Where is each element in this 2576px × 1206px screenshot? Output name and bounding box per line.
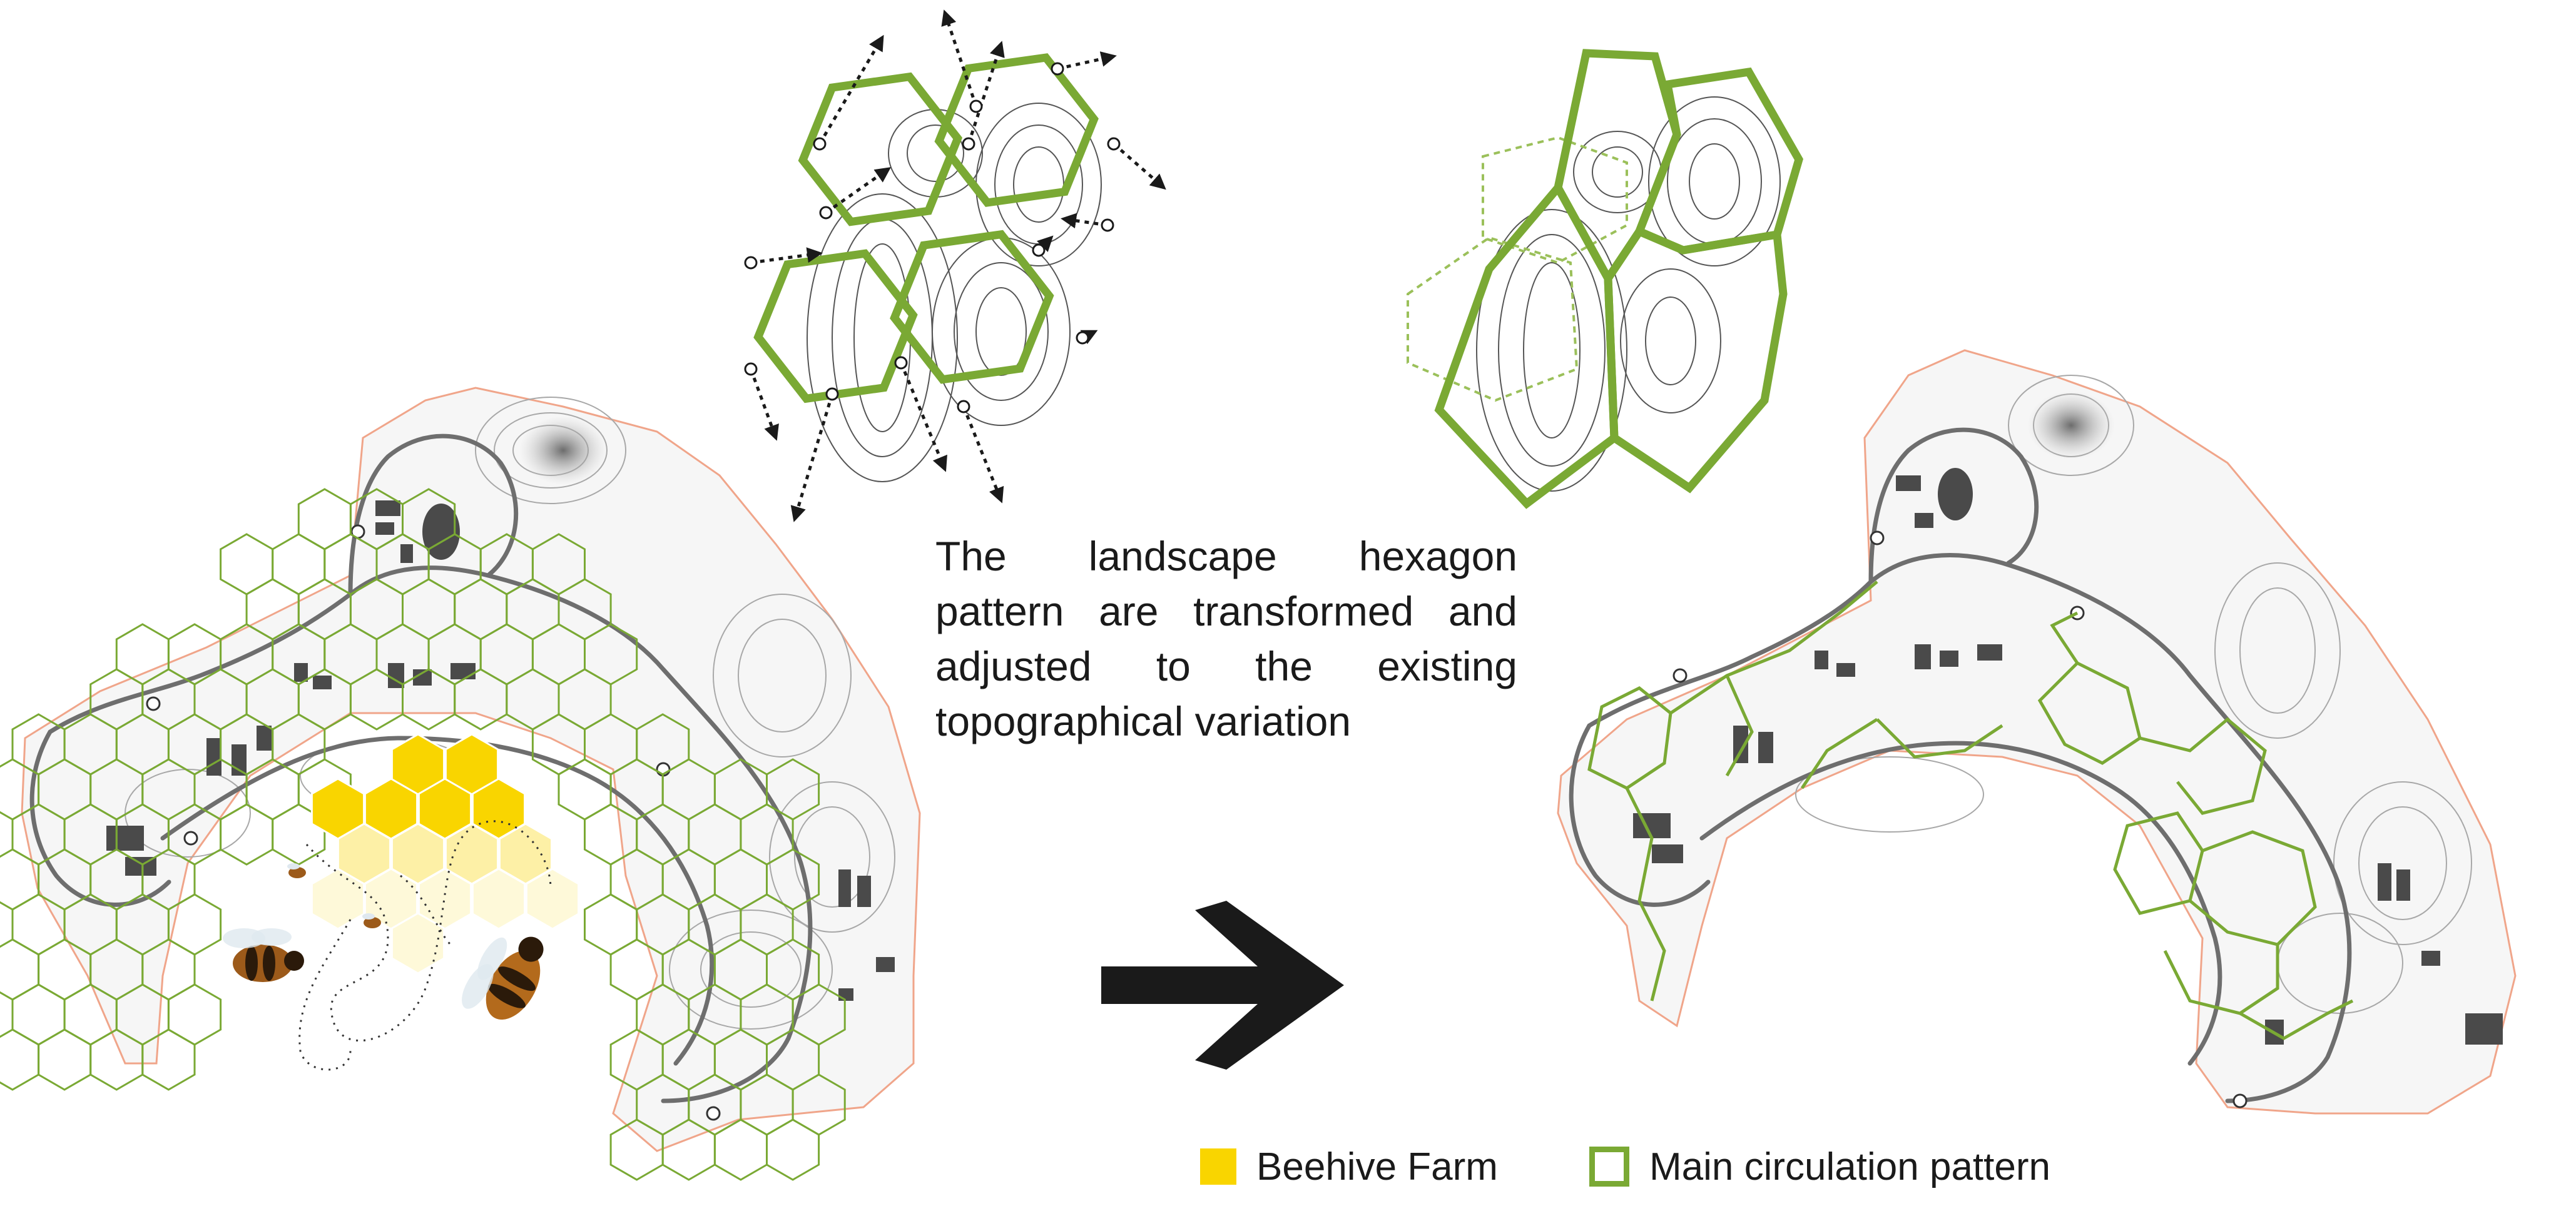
- hexagon-cell: [13, 985, 64, 1045]
- hexagon-cell: [767, 1120, 819, 1180]
- caption-line-3: adjusted to the existing: [935, 639, 1517, 694]
- vertex-node: [895, 357, 907, 368]
- dashed-arrow: [1114, 144, 1164, 188]
- caption-box: The landscape hexagon pattern are transf…: [935, 529, 1517, 766]
- hexagon-cell: [298, 489, 350, 549]
- vertex-node: [1052, 63, 1063, 74]
- hexagon-cell: [585, 894, 637, 955]
- vertex-node: [1108, 138, 1119, 149]
- dashed-arrow: [964, 407, 1001, 500]
- caption-line-1: The landscape hexagon: [935, 529, 1517, 584]
- vertex-node: [1033, 245, 1044, 256]
- hexagon-cell: [168, 985, 220, 1045]
- main-circulation-swatch: [1589, 1147, 1629, 1187]
- left-site-map: [0, 388, 920, 1180]
- vertex-node: [745, 363, 756, 375]
- right-site-boundary: [1558, 350, 2515, 1113]
- hexagon-cell: [221, 804, 273, 864]
- vertex-node: [963, 138, 974, 149]
- hexagon-cell: [0, 940, 39, 1000]
- vertex-node: [1102, 220, 1113, 231]
- hexagon-cell: [39, 1030, 91, 1090]
- caption-line-4: topographical variation: [935, 694, 1517, 749]
- vertex-node: [745, 257, 756, 268]
- hexagon-cell: [559, 759, 611, 819]
- vertex-node: [958, 401, 969, 412]
- transformed-ghost-hexagons: [1408, 138, 1627, 400]
- arrow-right-icon: [1101, 901, 1344, 1070]
- hexagon-cell: [0, 1030, 39, 1090]
- main-circulation-label: Main circulation pattern: [1649, 1145, 2050, 1189]
- vertex-node: [827, 388, 838, 400]
- beehive-farm-swatch: [1200, 1148, 1236, 1185]
- vertex-node: [814, 138, 825, 149]
- hexagon-concept-diagram: [725, 13, 1164, 519]
- hexagon-cell: [221, 534, 273, 594]
- transformed-hexagon-diagram: [1408, 53, 1799, 504]
- dashed-arrow: [826, 169, 888, 213]
- bee-icon: [223, 928, 304, 982]
- left-hill-shade: [519, 416, 607, 485]
- right-site-map: [1558, 350, 2515, 1113]
- concept-hexagons: [725, 52, 1127, 404]
- hexagon-cell: [273, 534, 325, 594]
- hexagon-cell: [715, 1120, 766, 1180]
- vertex-node: [820, 207, 832, 218]
- caption-line-2: pattern are transformed and: [935, 584, 1517, 639]
- transformed-hexagons: [1439, 53, 1799, 504]
- vertex-node: [1077, 332, 1088, 343]
- bee-icon: [287, 863, 306, 878]
- beehive-farm-label: Beehive Farm: [1256, 1145, 1498, 1189]
- dashed-arrow: [795, 394, 832, 519]
- legend-beehive-farm: Beehive Farm: [1200, 1138, 1498, 1195]
- dashed-arrow: [751, 369, 776, 438]
- vertex-node: [970, 101, 982, 112]
- dashed-arrow: [1064, 219, 1107, 225]
- right-hill-shade: [2027, 391, 2115, 460]
- bee-icon: [456, 919, 559, 1034]
- dashed-arrow: [1057, 56, 1114, 69]
- legend-main-circulation: Main circulation pattern: [1589, 1138, 2050, 1195]
